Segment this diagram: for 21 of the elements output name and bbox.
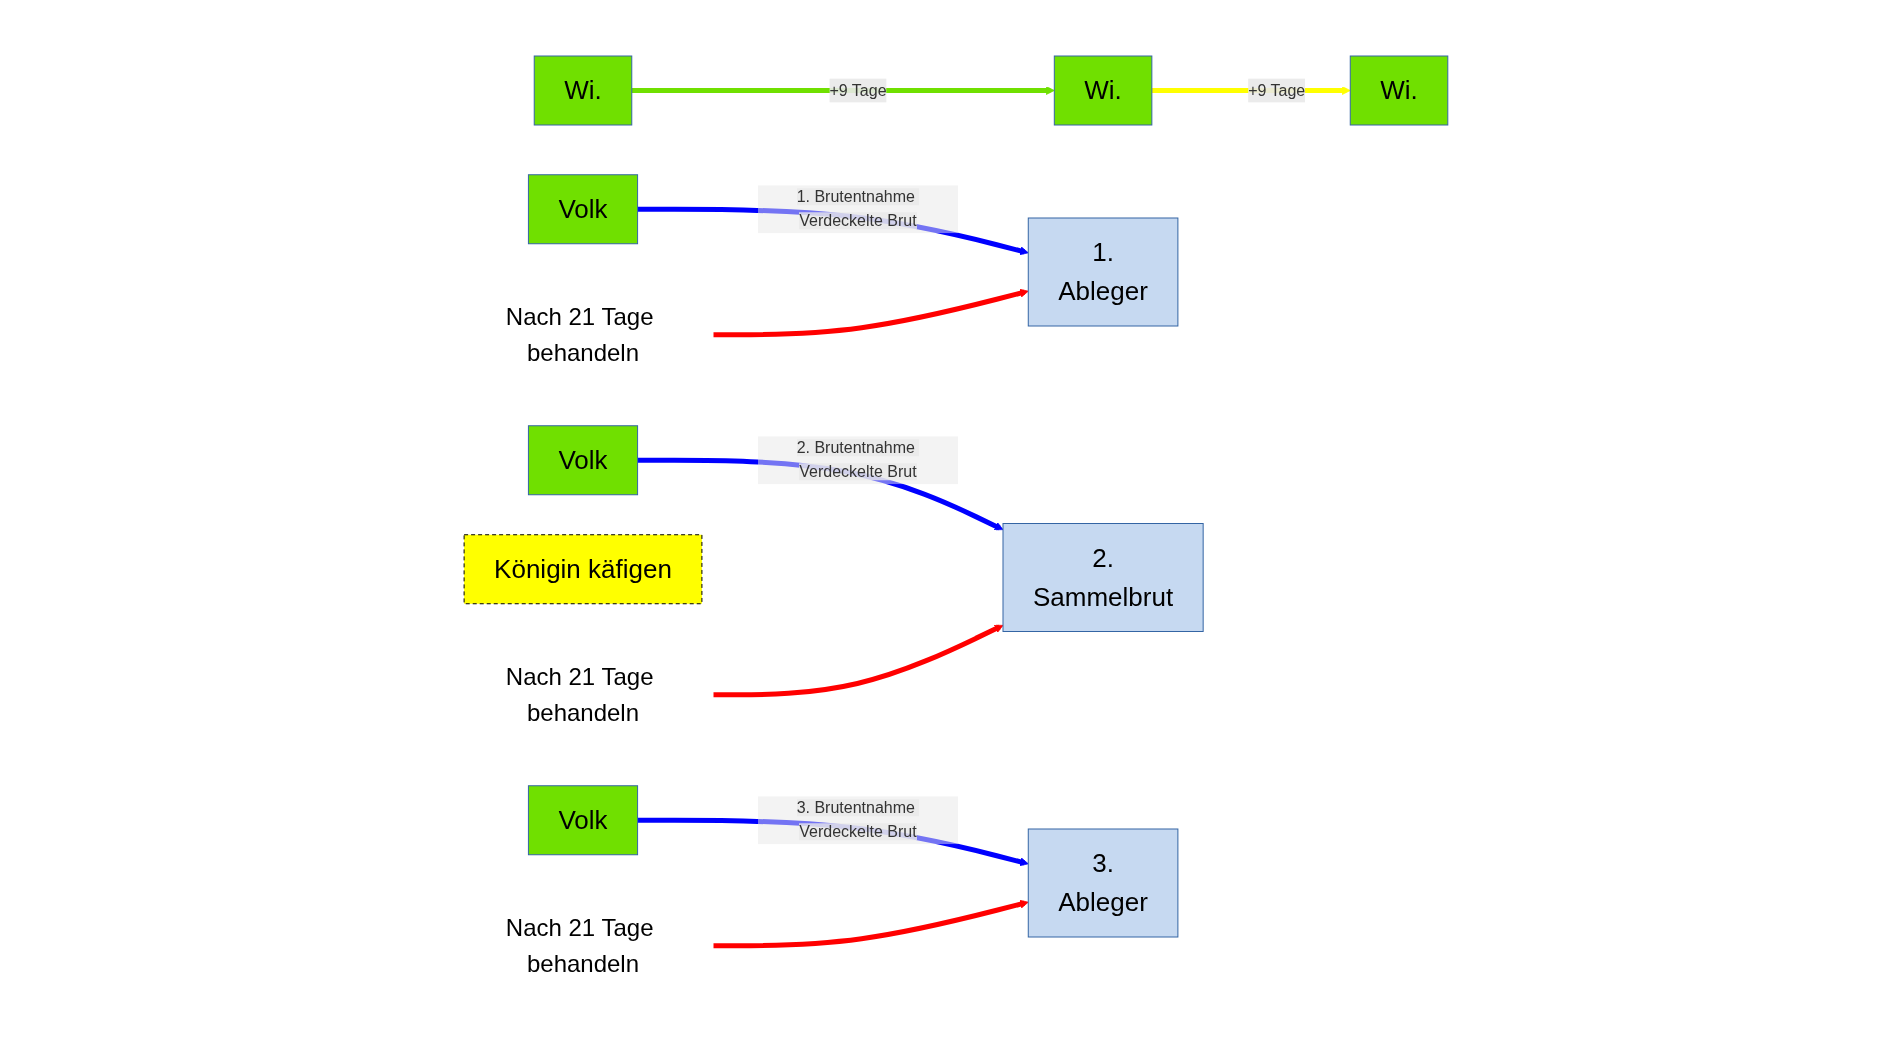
node-box: Wi. [533,55,632,126]
node-box: 2. Sammelbrut [1002,522,1204,632]
arrow [712,624,1003,697]
node-box: Volk [527,424,638,495]
node-text: Nach 21 Tage behandeln [505,913,654,977]
edge-label: 3. Brutentnahme Verdeckelte Brut [796,798,917,840]
edge-label: +9 Tage [1247,81,1305,99]
arrow [712,899,1029,948]
arrow [712,288,1029,337]
edge-label: +9 Tage [829,81,887,99]
node-box: 3. Ableger [1027,828,1178,938]
node-box: Volk [527,173,638,244]
edge-label: 1. Brutentnahme Verdeckelte Brut [796,187,917,229]
node-box: Wi. [1053,55,1152,126]
node-box: 1. Ableger [1027,217,1178,327]
node-box: Wi. [1349,55,1448,126]
node-text: Nach 21 Tage behandeln [505,302,654,366]
edge-label: 2. Brutentnahme Verdeckelte Brut [796,438,917,480]
node-text: Nach 21 Tage behandeln [505,662,654,726]
node-box: Volk [527,784,638,855]
node-box: Königin käfigen [463,533,702,604]
